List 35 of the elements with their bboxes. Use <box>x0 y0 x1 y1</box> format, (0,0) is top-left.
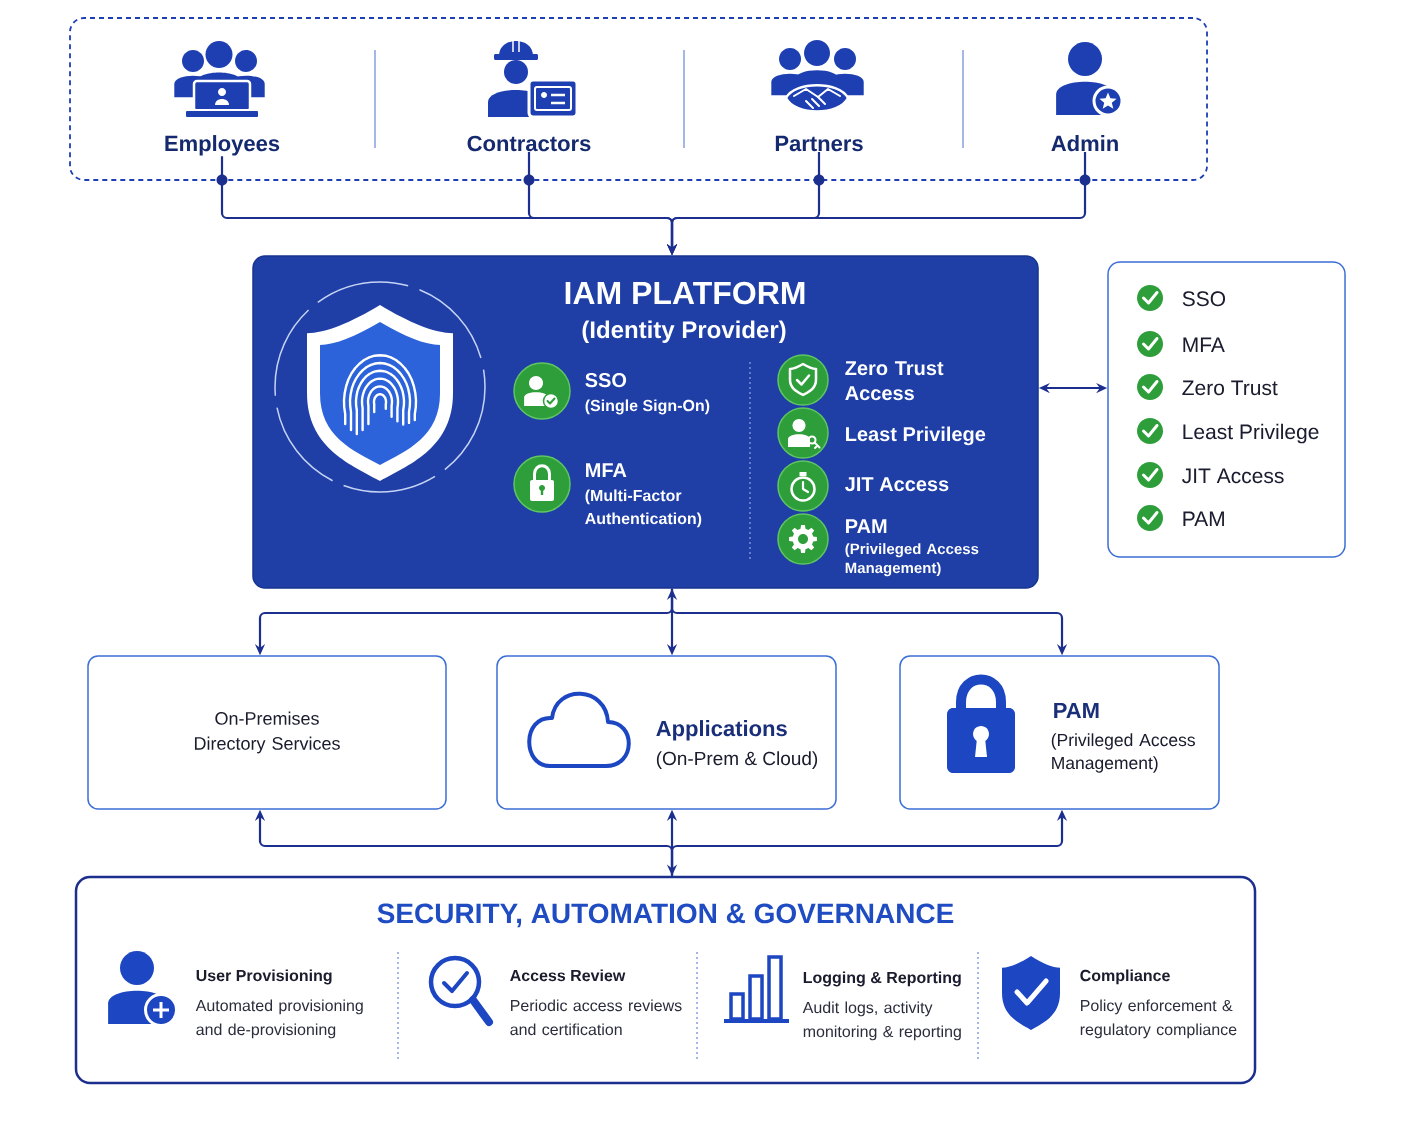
service-box: On-Premises Directory Services <box>87 655 447 810</box>
box-heading: Applications <box>656 720 787 741</box>
box-description: (On-Prem & Cloud) <box>656 751 818 769</box>
platform-title: IAM PLATFORM <box>565 281 805 305</box>
feature-description: (Single Sign-On) <box>585 399 710 415</box>
role-label: Contractors <box>467 135 591 152</box>
column-description: Automated provisioning and de-provisioning <box>195 999 363 1039</box>
column-heading: Compliance <box>1080 969 1170 985</box>
column-heading: Logging & Reporting <box>803 971 961 987</box>
checklist-item: MFA <box>1183 337 1225 352</box>
checklist-item: JIT Access <box>1182 468 1284 484</box>
feature-heading: JIT Access <box>845 477 949 492</box>
panel-title: SECURITY, AUTOMATION & GOVERNANCE <box>377 903 954 928</box>
column-description: Audit logs, activity monitoring & reporting <box>802 1001 961 1041</box>
feature-heading: PAM <box>846 519 887 533</box>
role-label: Employees <box>165 135 280 156</box>
column-heading: Access Review <box>510 969 626 982</box>
checklist-item: Least Privilege <box>1183 423 1319 444</box>
checklist-item: Zero Trust <box>1182 380 1278 396</box>
feature-description: (Privileged Access Management) <box>845 543 979 577</box>
checklist-item: PAM <box>1183 511 1224 526</box>
checklist-item: SSO <box>1182 291 1226 307</box>
box-heading: PAM <box>1054 702 1099 718</box>
feature-heading: MFA <box>586 463 627 477</box>
role-label: Admin <box>1051 135 1118 152</box>
role-label: Partners <box>775 135 863 152</box>
box-description: (Privileged Access Management) <box>1051 733 1195 773</box>
feature-heading: Zero Trust Access <box>845 361 944 401</box>
feature-description: (Multi-Factor Authentication) <box>585 489 702 528</box>
column-heading: User Provisioning <box>196 969 332 985</box>
platform-subtitle: (Identity Provider) <box>582 320 786 343</box>
feature-heading: Least Privilege <box>846 426 986 446</box>
column-description: Policy enforcement & regulatory compliance <box>1080 999 1237 1039</box>
feature-heading: SSO <box>585 373 627 388</box>
column-description: Periodic access reviews and certification <box>510 999 682 1036</box>
